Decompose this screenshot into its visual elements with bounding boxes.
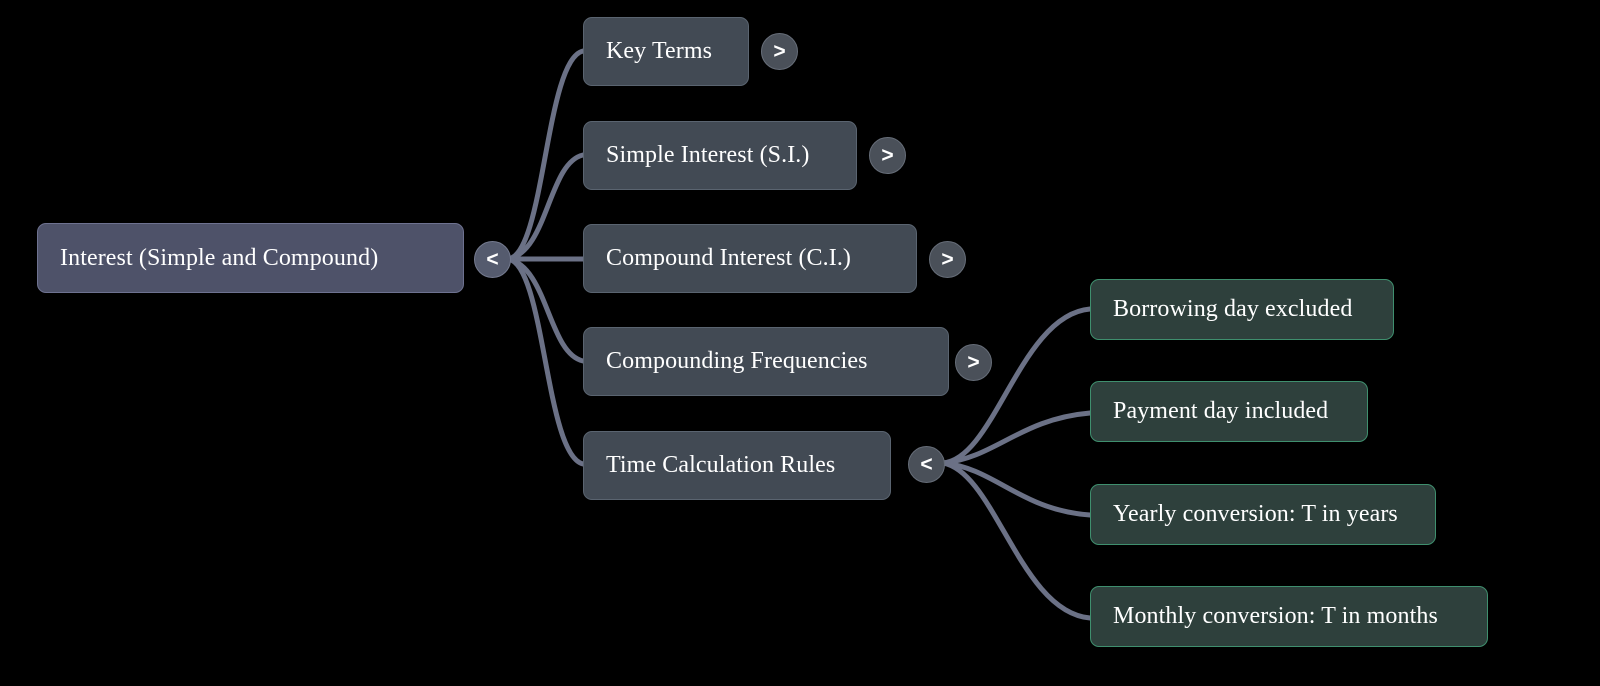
chevron-right-icon: > bbox=[941, 248, 954, 271]
node-payment-day-included-label: Payment day included bbox=[1113, 398, 1329, 424]
chevron-right-icon: > bbox=[967, 351, 980, 374]
node-compounding-frequencies-label: Compounding Frequencies bbox=[606, 348, 868, 374]
node-yearly-conversion[interactable]: Yearly conversion: T in years bbox=[1090, 484, 1436, 545]
chevron-right-icon: > bbox=[773, 40, 786, 63]
chevron-right-icon: > bbox=[881, 144, 894, 167]
node-root[interactable]: Interest (Simple and Compound) bbox=[37, 223, 464, 293]
node-key-terms[interactable]: Key Terms bbox=[583, 17, 749, 86]
node-time-calculation-rules[interactable]: Time Calculation Rules bbox=[583, 431, 891, 500]
node-compound-interest[interactable]: Compound Interest (C.I.) bbox=[583, 224, 917, 293]
node-root-label: Interest (Simple and Compound) bbox=[60, 244, 379, 271]
node-compound-interest-label: Compound Interest (C.I.) bbox=[606, 245, 852, 271]
node-monthly-conversion-label: Monthly conversion: T in months bbox=[1113, 603, 1438, 629]
node-compounding-frequencies[interactable]: Compounding Frequencies bbox=[583, 327, 949, 396]
node-time-calculation-rules-label: Time Calculation Rules bbox=[606, 452, 836, 478]
edge-time-to-yearly-conversion bbox=[940, 460, 1093, 518]
compound-interest-toggle[interactable]: > bbox=[929, 241, 966, 278]
node-key-terms-label: Key Terms bbox=[606, 38, 713, 64]
simple-interest-toggle[interactable]: > bbox=[869, 137, 906, 174]
node-borrowing-day-excluded[interactable]: Borrowing day excluded bbox=[1090, 279, 1394, 340]
edge-root-to-simple-interest bbox=[505, 152, 586, 262]
edge-time-to-payment-day-included bbox=[940, 410, 1093, 466]
node-yearly-conversion-label: Yearly conversion: T in years bbox=[1113, 501, 1398, 527]
time-calculation-rules-toggle[interactable]: < bbox=[908, 446, 945, 483]
node-borrowing-day-excluded-label: Borrowing day excluded bbox=[1113, 296, 1353, 322]
node-simple-interest[interactable]: Simple Interest (S.I.) bbox=[583, 121, 857, 190]
root-toggle[interactable]: < bbox=[474, 241, 511, 278]
compounding-frequencies-toggle[interactable]: > bbox=[955, 344, 992, 381]
edge-root-to-key-terms bbox=[505, 48, 586, 262]
node-simple-interest-label: Simple Interest (S.I.) bbox=[606, 142, 810, 168]
chevron-left-icon: < bbox=[920, 453, 933, 476]
edge-root-to-compounding-frequencies bbox=[505, 256, 586, 364]
key-terms-toggle[interactable]: > bbox=[761, 33, 798, 70]
chevron-left-icon: < bbox=[486, 248, 499, 271]
edge-time-to-borrowing-day-excluded bbox=[940, 306, 1093, 466]
node-monthly-conversion[interactable]: Monthly conversion: T in months bbox=[1090, 586, 1488, 647]
node-payment-day-included[interactable]: Payment day included bbox=[1090, 381, 1368, 442]
edge-root-to-time-calculation-rules bbox=[505, 256, 586, 467]
edge-time-to-monthly-conversion bbox=[940, 460, 1093, 621]
